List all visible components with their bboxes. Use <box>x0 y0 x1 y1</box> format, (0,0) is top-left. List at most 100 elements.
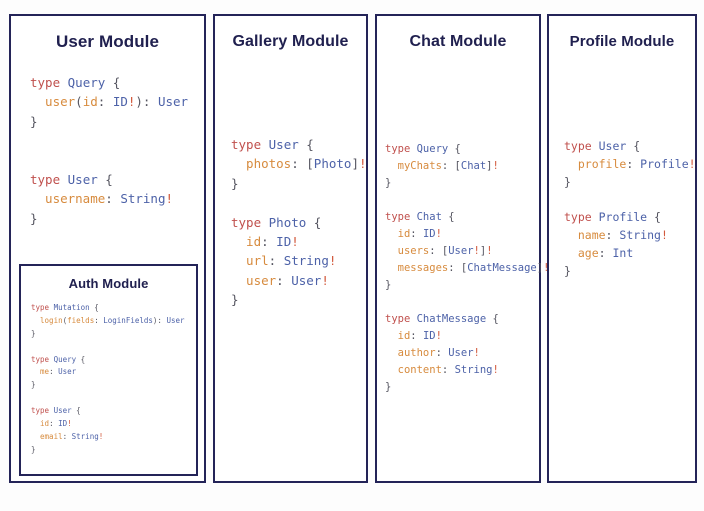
code-token: } <box>30 113 38 129</box>
code-token: : <box>626 156 641 171</box>
code-token: ): <box>135 94 158 110</box>
code-token: } <box>231 175 239 191</box>
code-token: profile <box>564 156 627 171</box>
code-token: type <box>30 171 68 187</box>
code-token: ChatMessage <box>416 313 487 325</box>
code-token: : <box>94 315 104 325</box>
code-token: { <box>626 139 641 153</box>
code-token: } <box>385 177 392 189</box>
code-token: type <box>564 210 599 225</box>
code-token: type <box>385 211 417 223</box>
code-token: photos <box>231 156 292 172</box>
code-token: ! <box>127 94 136 110</box>
code-token: { <box>71 406 81 416</box>
code-token: : <box>410 228 423 240</box>
code-token: { <box>486 313 499 325</box>
code-token: ID <box>422 330 436 342</box>
code-token: ! <box>98 431 104 441</box>
code-token: User <box>67 171 98 187</box>
code-token: ! <box>435 330 442 342</box>
code-token: type <box>31 406 54 416</box>
module-title-auth: Auth Module <box>68 276 149 291</box>
code-token: } <box>564 263 571 278</box>
code-token: Profile <box>640 156 689 171</box>
code-token: : <box>62 431 72 441</box>
code-token: } <box>564 174 571 189</box>
code-token: ( <box>62 315 68 325</box>
module-card-user[interactable]: User Module type Query { user(id: ID!): … <box>9 14 206 483</box>
code-token: Photo <box>313 156 352 172</box>
code-token: : <box>598 245 613 260</box>
code-token: : [ <box>448 262 468 274</box>
code-token: String <box>283 253 329 269</box>
module-card-gallery[interactable]: Gallery Module type User { photos: [Phot… <box>213 14 368 483</box>
code-token: : <box>49 419 59 429</box>
code-token: : <box>410 330 423 342</box>
code-token: { <box>647 210 661 225</box>
code-token: ] <box>351 156 359 172</box>
schema-code-profile: type User { profile: Profile! } type Pro… <box>564 138 696 281</box>
code-token: Chat <box>416 211 442 223</box>
module-title-gallery: Gallery Module <box>232 33 349 50</box>
module-card-auth[interactable]: Auth Module type Mutation { login(fields… <box>19 264 198 476</box>
code-token: User <box>291 272 322 288</box>
code-token: ! <box>473 347 480 359</box>
code-token: ID <box>422 228 436 240</box>
code-token: ] <box>486 160 493 172</box>
schema-code-user: type Query { user(id: ID!): User } type … <box>30 73 204 228</box>
code-token: User <box>53 406 72 416</box>
code-token: myChats <box>385 160 442 172</box>
schema-code-auth: type Mutation { login(fields: LoginField… <box>31 302 196 457</box>
code-token: username <box>30 191 106 207</box>
module-card-profile[interactable]: Profile Module type User { profile: Prof… <box>547 14 697 483</box>
code-token: Query <box>67 75 106 90</box>
code-token: LoginFields <box>103 315 153 325</box>
code-token: ! <box>660 228 668 243</box>
code-token: ! <box>688 156 696 171</box>
code-token: : <box>261 233 277 249</box>
code-token: me <box>31 367 50 377</box>
code-token: } <box>30 210 38 226</box>
code-token: ! <box>473 245 480 257</box>
code-token: User <box>598 139 627 153</box>
code-token: ! <box>486 245 493 257</box>
code-token: ID <box>276 233 292 249</box>
code-token: user <box>30 94 76 110</box>
code-token: } <box>31 444 36 454</box>
code-token: ! <box>358 156 367 172</box>
code-token: ! <box>435 228 442 240</box>
code-token: type <box>385 143 417 155</box>
code-token: id <box>231 233 262 249</box>
schema-code-gallery: type User { photos: [Photo]! } type Phot… <box>231 135 367 309</box>
code-token: type <box>385 313 417 325</box>
code-token: String <box>619 228 661 243</box>
code-token: Query <box>416 143 449 155</box>
code-token: { <box>298 137 314 152</box>
code-token: User <box>448 245 474 257</box>
code-token: : [ <box>291 156 314 172</box>
code-token: } <box>385 381 392 393</box>
schema-code-chat: type Query { myChats : [ Chat]! } type Cha… <box>385 141 549 396</box>
code-token: author <box>385 347 436 359</box>
code-token: Photo <box>268 214 307 230</box>
code-token: type <box>231 214 269 230</box>
code-token: Int <box>612 245 634 260</box>
code-token: } <box>385 279 392 291</box>
code-token: type <box>231 137 269 152</box>
code-token: String <box>454 364 493 376</box>
code-token: ! <box>321 272 329 288</box>
code-token: name <box>564 228 606 243</box>
code-token: fields <box>67 315 95 325</box>
code-token: ): <box>152 315 167 325</box>
code-token: Query <box>53 354 77 364</box>
module-card-chat[interactable]: Chat Module type Query { myChats: [Chat]… <box>375 14 549 483</box>
code-token: ! <box>543 262 549 274</box>
code-token: : <box>441 364 455 376</box>
code-token: : <box>97 94 113 110</box>
code-token: : [ <box>429 245 449 257</box>
code-token: User <box>268 137 299 152</box>
code-token: ] <box>536 262 544 274</box>
code-token: users <box>385 245 430 257</box>
code-token: User <box>157 94 189 110</box>
